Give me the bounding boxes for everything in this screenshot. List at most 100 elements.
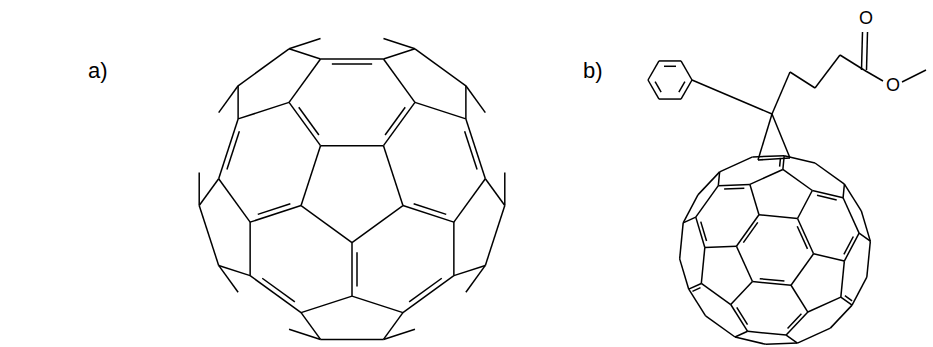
double-bond-line (797, 226, 807, 249)
bond-line (808, 297, 841, 312)
bond-line (718, 184, 750, 185)
bond-line (199, 206, 218, 266)
bond-line (301, 296, 352, 313)
bond-line (735, 337, 766, 344)
bond-line (289, 49, 320, 59)
double-bond-line (788, 314, 802, 329)
bond-line (766, 343, 798, 344)
bond-line (748, 331, 787, 335)
bond-line (705, 246, 737, 247)
double-bond-line (465, 131, 477, 169)
double-bond-line (737, 307, 748, 324)
bond-line (736, 215, 759, 247)
bond-line (655, 82, 661, 92)
bond-line (198, 172, 200, 205)
double-bond-line (817, 195, 837, 200)
bond-line (798, 191, 813, 219)
pcbm-side-chain (648, 32, 926, 160)
bond-line (301, 206, 352, 243)
bond-line (466, 265, 485, 292)
bond-line (383, 102, 414, 145)
bond-line (681, 61, 692, 80)
bond-line (861, 211, 870, 241)
bond-line (466, 119, 485, 179)
bond-line (683, 217, 696, 223)
bond-line (485, 206, 504, 266)
oxygen-atom: O (886, 75, 900, 97)
bond-line (321, 58, 384, 60)
bond-line (852, 277, 867, 305)
bond-line (841, 297, 852, 305)
double-bond-line (844, 236, 853, 254)
bond-line (843, 184, 844, 198)
bond-line (237, 86, 239, 119)
bond-line (648, 80, 659, 99)
bond-line (250, 276, 301, 313)
double-bond-line (414, 204, 447, 215)
bond-line (249, 222, 251, 276)
panel-label: a) (88, 58, 108, 84)
bond-line (720, 157, 753, 172)
bond-line (219, 179, 250, 222)
c60-fullerene (199, 39, 505, 340)
bond-line (238, 49, 289, 86)
bond-line (219, 265, 238, 292)
bond-line (383, 49, 414, 59)
bond-line (681, 80, 692, 99)
double-bond-line (258, 204, 291, 215)
bond-line (383, 329, 414, 339)
bond-line (812, 191, 843, 198)
bond-line (689, 289, 706, 316)
bond-line (814, 254, 845, 261)
bond-line (844, 184, 861, 211)
double-bond-line (385, 107, 405, 135)
bond-line (679, 82, 685, 92)
bond-line (902, 70, 926, 82)
bond-line (321, 339, 384, 341)
bond-line (815, 163, 844, 184)
double-bond-line (299, 107, 319, 135)
bond-line (758, 158, 790, 160)
double-bond-line (227, 131, 239, 169)
bond-line (752, 282, 791, 286)
bond-line (454, 265, 485, 275)
bond-line (864, 70, 883, 81)
bond-line (403, 276, 454, 313)
bond-line (867, 241, 871, 277)
double-bond-line (701, 222, 707, 241)
bond-line (692, 80, 772, 114)
bond-line (772, 72, 790, 114)
bond-line (301, 146, 320, 206)
bond-line (841, 261, 845, 297)
bond-line (383, 59, 414, 102)
bond-line (706, 316, 735, 337)
bond-line (772, 114, 790, 158)
bond-line (659, 98, 681, 100)
bond-line (352, 296, 403, 313)
bond-line (840, 55, 864, 70)
bond-line (301, 313, 320, 340)
bond-line (383, 146, 402, 206)
double-bond-line (692, 288, 700, 292)
bond-line (815, 55, 840, 88)
bond-line (415, 102, 466, 119)
panel-label: b) (583, 58, 603, 84)
bond-line (798, 218, 814, 253)
bond-line (750, 169, 783, 184)
bond-line (867, 32, 868, 70)
double-bond-line (262, 278, 295, 302)
double-bond-line (743, 222, 757, 242)
bond-line (701, 283, 730, 304)
double-bond-line (332, 63, 372, 65)
bond-line (731, 282, 753, 305)
bond-line (731, 305, 748, 332)
bond-line (759, 215, 798, 219)
bond-line (736, 246, 752, 281)
oxygen-atom: O (859, 8, 873, 30)
bond-line (791, 254, 814, 286)
bond-line (289, 329, 320, 339)
bond-line (289, 102, 320, 145)
bond-line (351, 243, 353, 297)
bond-line (750, 184, 759, 214)
